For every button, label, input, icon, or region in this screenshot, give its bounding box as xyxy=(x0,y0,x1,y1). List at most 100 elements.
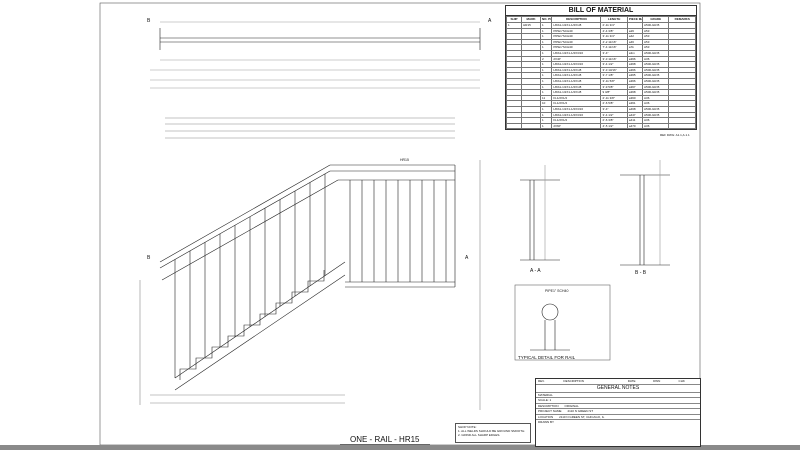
rev-header-cell: REV. xyxy=(538,379,545,383)
bom-header: LENGTH xyxy=(600,16,628,23)
bom-cell xyxy=(521,122,541,130)
bom-cell xyxy=(668,66,696,74)
section-b-b xyxy=(620,160,670,266)
bom-cell xyxy=(505,89,523,96)
description-value: ORIGINAL xyxy=(564,403,579,408)
bom-cell: 3'-4" xyxy=(600,105,628,113)
bom-cell: A36 xyxy=(642,122,670,130)
project-name: 2110 N GREEN ST xyxy=(567,409,594,413)
bom-cell: 3'-7 1/8" xyxy=(600,72,628,79)
bom-cell: A500-GR.B xyxy=(642,89,670,96)
bom-cell: 3'-11 5/8" xyxy=(600,77,628,85)
bom-cell xyxy=(505,72,523,79)
plan-view xyxy=(150,21,481,89)
scale: SCALE: 1 xyxy=(538,398,552,402)
bom-cell: 1 xyxy=(539,66,553,74)
bom-header: NO. PCS xyxy=(539,16,553,23)
bom-cell: 9 3/8" xyxy=(600,89,628,96)
bom-cell: A500-GR.B xyxy=(642,66,670,74)
bom-cell: A500-GR.B xyxy=(642,83,670,91)
bom-cell xyxy=(505,105,523,113)
rev-header-cell: DESCRIPTION xyxy=(563,379,584,383)
bom-cell xyxy=(505,111,523,119)
bom-cell: 1 xyxy=(539,61,553,68)
bom-cell xyxy=(505,61,523,68)
bom-cell: A36 xyxy=(642,117,670,124)
bom-cell xyxy=(505,77,523,85)
bom-cell: A500-GR.B xyxy=(642,105,670,113)
bom-cell xyxy=(668,22,696,29)
bom-cell xyxy=(668,83,696,91)
bom-cell: 1 xyxy=(539,105,553,113)
location: 2110 N GREEN ST, CHICAGO, IL xyxy=(559,414,605,419)
bom-cell xyxy=(505,66,523,74)
bom-cell: 2X6P xyxy=(551,122,602,130)
bom-cell: 1 xyxy=(539,117,553,124)
bom-cell: 2'-6 5/8" xyxy=(600,100,628,107)
bom-cell xyxy=(668,89,696,96)
title-underline xyxy=(340,444,430,445)
bom-cell xyxy=(505,100,523,107)
bom-cell xyxy=(668,117,696,124)
bottom-bar xyxy=(0,445,800,450)
bom-cell: 1 xyxy=(539,72,553,79)
bom-title: BILL OF MATERIAL xyxy=(506,6,696,16)
material-label: MATERIAL xyxy=(538,392,553,397)
mark-a-plan: A xyxy=(488,18,492,24)
bom-cell: 1 xyxy=(539,89,553,96)
bom-cell xyxy=(668,105,696,113)
bom-cell: 11 xyxy=(539,94,553,102)
bom-cell: A500-GR.B xyxy=(642,77,670,85)
bom-cell: A500-GR.B xyxy=(642,22,670,29)
elevation-view xyxy=(159,164,456,391)
drawn-by-label: DRAWN BY xyxy=(538,420,555,424)
pipe-callout: PIPE1" SCH40 xyxy=(545,289,569,293)
bom-cell: 3'-4 1/2" xyxy=(600,111,628,119)
mark-a-right: A xyxy=(465,255,469,261)
bom-cell: A500-GR.B xyxy=(642,72,670,79)
bom-cell: 3'-3 13/16" xyxy=(600,66,628,74)
mark-b-left: B xyxy=(147,255,151,261)
bom-cell: A500-GR.B xyxy=(642,111,670,119)
bom-cell: 1 xyxy=(539,122,553,130)
section-aa-label: A - A xyxy=(530,268,541,274)
rev-header-cell: CHK xyxy=(678,379,685,383)
bom-cell: 2'-11 3/8" xyxy=(600,94,628,102)
bom-cell: 1 xyxy=(539,83,553,91)
project-name-label: PROJECT NAME xyxy=(538,409,562,413)
shop-note: SHOP NOTE: 1. ALL WELDS SHOULD BE GROUND… xyxy=(455,423,531,443)
bom-cell xyxy=(668,94,696,102)
bom-cell xyxy=(505,122,523,130)
bom-cell: 3'-4 1/2" xyxy=(600,61,628,68)
hr15-mark: HR15 xyxy=(400,158,409,162)
bom-cell: 2'-6 3/8" xyxy=(600,117,628,124)
bom-header: GRADE xyxy=(642,16,670,23)
bom-cell: 3'-9 5/8" xyxy=(600,83,628,91)
location-label: LOCATION xyxy=(538,414,554,419)
bom-cell: 1 xyxy=(539,77,553,85)
shop-note-line: 1. ALL WELDS SHOULD BE GROUND SMOOTH. xyxy=(458,429,526,433)
bom-cell xyxy=(668,61,696,68)
bom-cell: 1 xyxy=(539,111,553,119)
bom-cell: 2'-11 3/4" xyxy=(600,22,628,29)
rev-header-cell: DATE xyxy=(627,379,636,383)
dimension-lines xyxy=(139,117,481,410)
